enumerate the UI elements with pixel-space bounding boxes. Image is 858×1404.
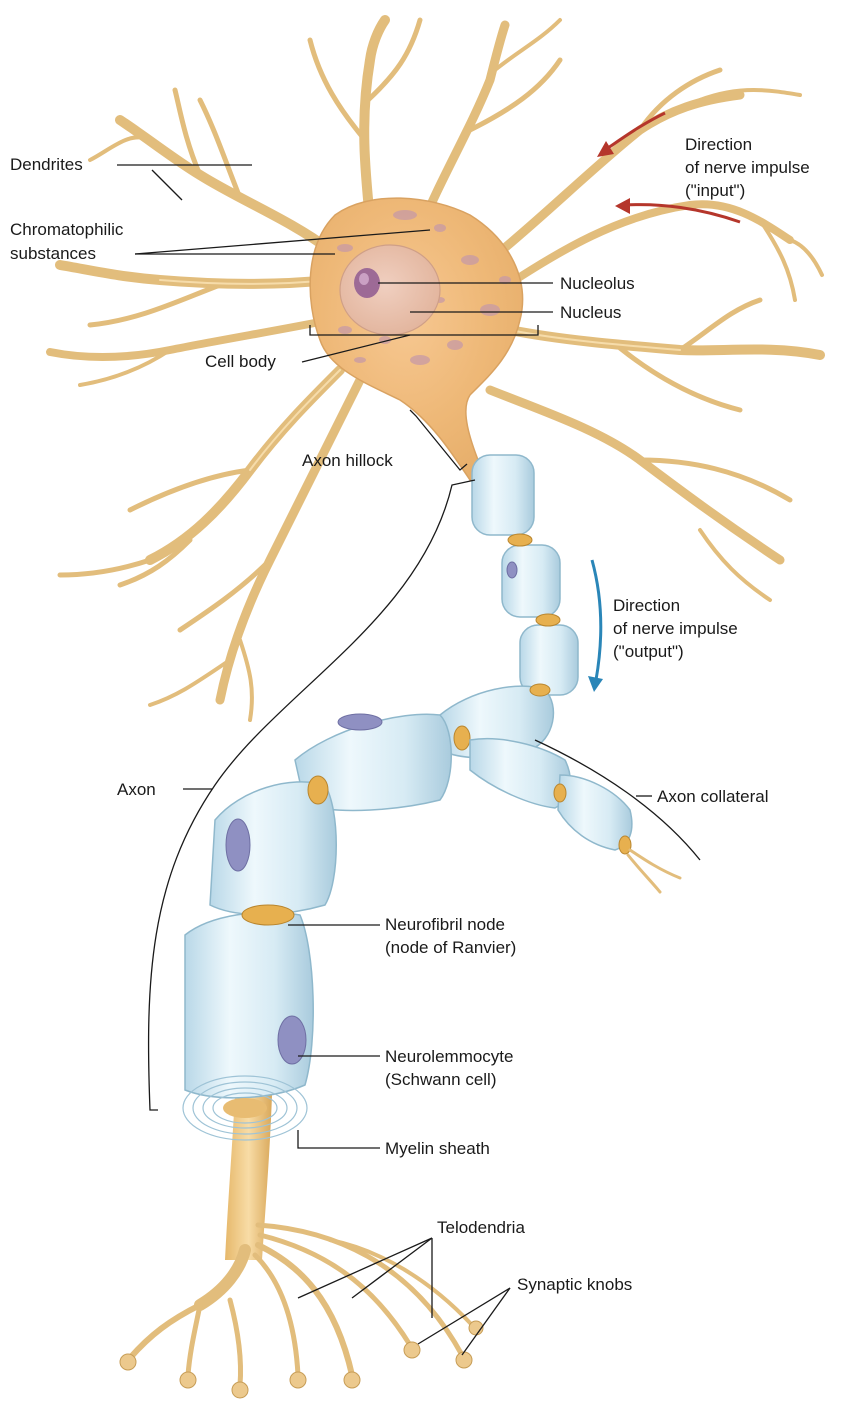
label-neurolemmocyte-line1: Neurolemmocyte [385,1047,514,1066]
label-input-direction-line2: of nerve impulse [685,158,810,177]
label-telodendria: Telodendria [437,1218,525,1237]
cell-body [310,198,522,480]
label-input-direction-line3: ("input") [685,181,745,200]
label-neurofibril-node-line2: (node of Ranvier) [385,938,516,957]
telodendria-group [120,1225,483,1398]
label-axon-collateral: Axon collateral [657,787,769,806]
output-direction-arrow [588,560,603,692]
label-axon-hillock: Axon hillock [302,451,393,470]
axon-collateral-shape [470,739,680,892]
label-myelin-sheath: Myelin sheath [385,1139,490,1158]
label-nucleolus: Nucleolus [560,274,635,293]
label-chromatophilic-line1: Chromatophilic [10,220,124,239]
axon-shape [183,455,578,1260]
label-output-direction-line1: Direction [613,596,680,615]
label-nucleus: Nucleus [560,303,621,322]
label-output-direction-line3: ("output") [613,642,684,661]
label-axon: Axon [117,780,156,799]
label-input-direction-line1: Direction [685,135,752,154]
label-cell-body: Cell body [205,352,276,371]
label-neurolemmocyte-line2: (Schwann cell) [385,1070,497,1089]
label-dendrites: Dendrites [10,155,83,174]
label-output-direction-line2: of nerve impulse [613,619,738,638]
label-chromatophilic-line2: substances [10,244,96,263]
label-neurofibril-node-line1: Neurofibril node [385,915,505,934]
nucleus-shape [340,245,440,335]
label-synaptic-knobs: Synaptic knobs [517,1275,632,1294]
